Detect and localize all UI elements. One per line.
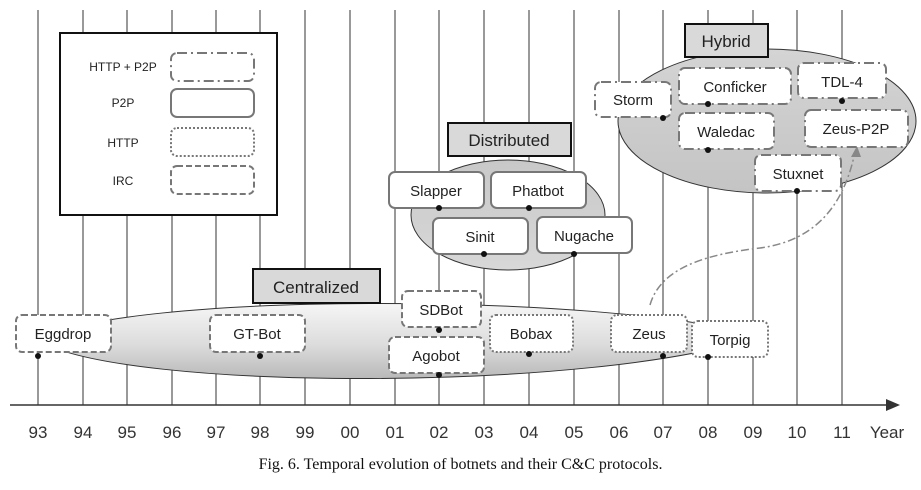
botnet-node-nugache <box>536 216 633 254</box>
tick-label: 11 <box>833 423 851 442</box>
legend-label-irc: IRC <box>113 174 134 188</box>
tick-label: 05 <box>565 423 584 442</box>
node-dot <box>705 101 711 107</box>
axis-label: Year <box>870 423 905 442</box>
botnet-node-waledac <box>678 112 775 150</box>
tick-label: 01 <box>386 423 405 442</box>
botnet-node-phatbot <box>490 171 587 209</box>
botnet-node-conficker <box>678 67 792 105</box>
botnet-node-storm <box>594 81 672 118</box>
botnet-label-phatbot: Phatbot <box>512 183 565 200</box>
hybrid-group-label: Hybrid <box>701 32 750 51</box>
tick-label: 00 <box>341 423 360 442</box>
node-dot <box>526 351 532 357</box>
tick-label: 98 <box>251 423 270 442</box>
legend-swatch-irc <box>170 165 255 195</box>
botnet-node-stuxnet <box>754 154 842 192</box>
botnet-label-tdl4: TDL-4 <box>821 74 863 91</box>
botnet-label-eggdrop: Eggdrop <box>35 326 92 343</box>
botnet-label-agobot: Agobot <box>412 348 460 365</box>
tick-label: 99 <box>296 423 315 442</box>
node-dot <box>660 115 666 121</box>
tick-label: 04 <box>520 423 539 442</box>
node-dot <box>526 205 532 211</box>
botnet-label-torpig: Torpig <box>710 332 751 349</box>
legend-label-http: HTTP <box>107 136 138 150</box>
botnet-node-torpig <box>691 320 769 358</box>
botnet-label-sinit: Sinit <box>465 229 495 246</box>
botnet-node-eggdrop <box>15 314 112 353</box>
node-dot <box>481 251 487 257</box>
tick-label: 09 <box>744 423 763 442</box>
legend-swatch-http <box>170 127 255 157</box>
tick-labels: 93 94 95 96 97 98 99 00 01 02 03 04 05 0… <box>29 423 905 442</box>
tick-label: 07 <box>654 423 673 442</box>
tick-label: 93 <box>29 423 48 442</box>
node-dot <box>436 372 442 378</box>
node-dot <box>705 147 711 153</box>
zeus-evolution-arrow <box>649 151 856 306</box>
botnet-timeline-diagram: 93 94 95 96 97 98 99 00 01 02 03 04 05 0… <box>10 10 917 442</box>
tick-label: 08 <box>699 423 718 442</box>
node-dot <box>35 353 41 359</box>
botnet-label-storm: Storm <box>613 92 653 109</box>
legend: HTTP + P2P P2P HTTP IRC <box>59 32 278 216</box>
tick-label: 96 <box>163 423 182 442</box>
figure-caption: Fig. 6. Temporal evolution of botnets an… <box>258 456 663 473</box>
botnet-node-gtbot <box>209 314 306 353</box>
node-dot <box>839 98 845 104</box>
legend-label-p2p: P2P <box>112 96 135 110</box>
botnet-node-sinit <box>432 217 529 255</box>
tick-label: 06 <box>610 423 629 442</box>
botnet-label-bobax: Bobax <box>510 326 553 343</box>
tick-label: 95 <box>118 423 137 442</box>
time-axis <box>10 399 900 411</box>
botnet-node-zeus <box>610 314 688 353</box>
botnet-label-slapper: Slapper <box>410 183 462 200</box>
legend-label-http-p2p: HTTP + P2P <box>89 60 156 74</box>
tick-label: 10 <box>788 423 807 442</box>
botnet-node-zeusp2p <box>804 109 909 148</box>
botnet-label-conficker: Conficker <box>703 79 766 96</box>
botnet-label-gtbot: GT-Bot <box>233 326 281 343</box>
distributed-group-label: Distributed <box>468 131 549 150</box>
botnet-label-zeusp2p: Zeus-P2P <box>823 121 890 138</box>
node-dot <box>436 205 442 211</box>
centralized-group-label: Centralized <box>273 278 359 297</box>
hybrid-group-box <box>684 23 769 58</box>
botnet-label-nugache: Nugache <box>554 228 614 245</box>
centralized-group-box <box>252 268 381 304</box>
tick-label: 97 <box>207 423 226 442</box>
node-dot <box>436 327 442 333</box>
node-dot <box>571 251 577 257</box>
botnet-label-waledac: Waledac <box>697 124 755 141</box>
legend-swatch-p2p <box>170 88 255 118</box>
botnet-label-zeus: Zeus <box>632 326 665 343</box>
botnet-node-agobot <box>388 336 485 374</box>
node-dot <box>660 353 666 359</box>
node-dot <box>705 354 711 360</box>
node-dot <box>257 353 263 359</box>
botnet-node-bobax <box>489 314 574 353</box>
botnet-node-sdbot <box>401 290 482 328</box>
legend-swatch-http-p2p <box>170 52 255 82</box>
zeus-evolution-arrowhead <box>851 146 861 157</box>
distributed-group-box <box>447 122 572 157</box>
tick-label: 94 <box>74 423 93 442</box>
botnet-label-sdbot: SDBot <box>419 302 463 319</box>
botnet-label-stuxnet: Stuxnet <box>773 166 825 183</box>
node-dot <box>794 188 800 194</box>
tick-label: 02 <box>430 423 449 442</box>
tick-label: 03 <box>475 423 494 442</box>
